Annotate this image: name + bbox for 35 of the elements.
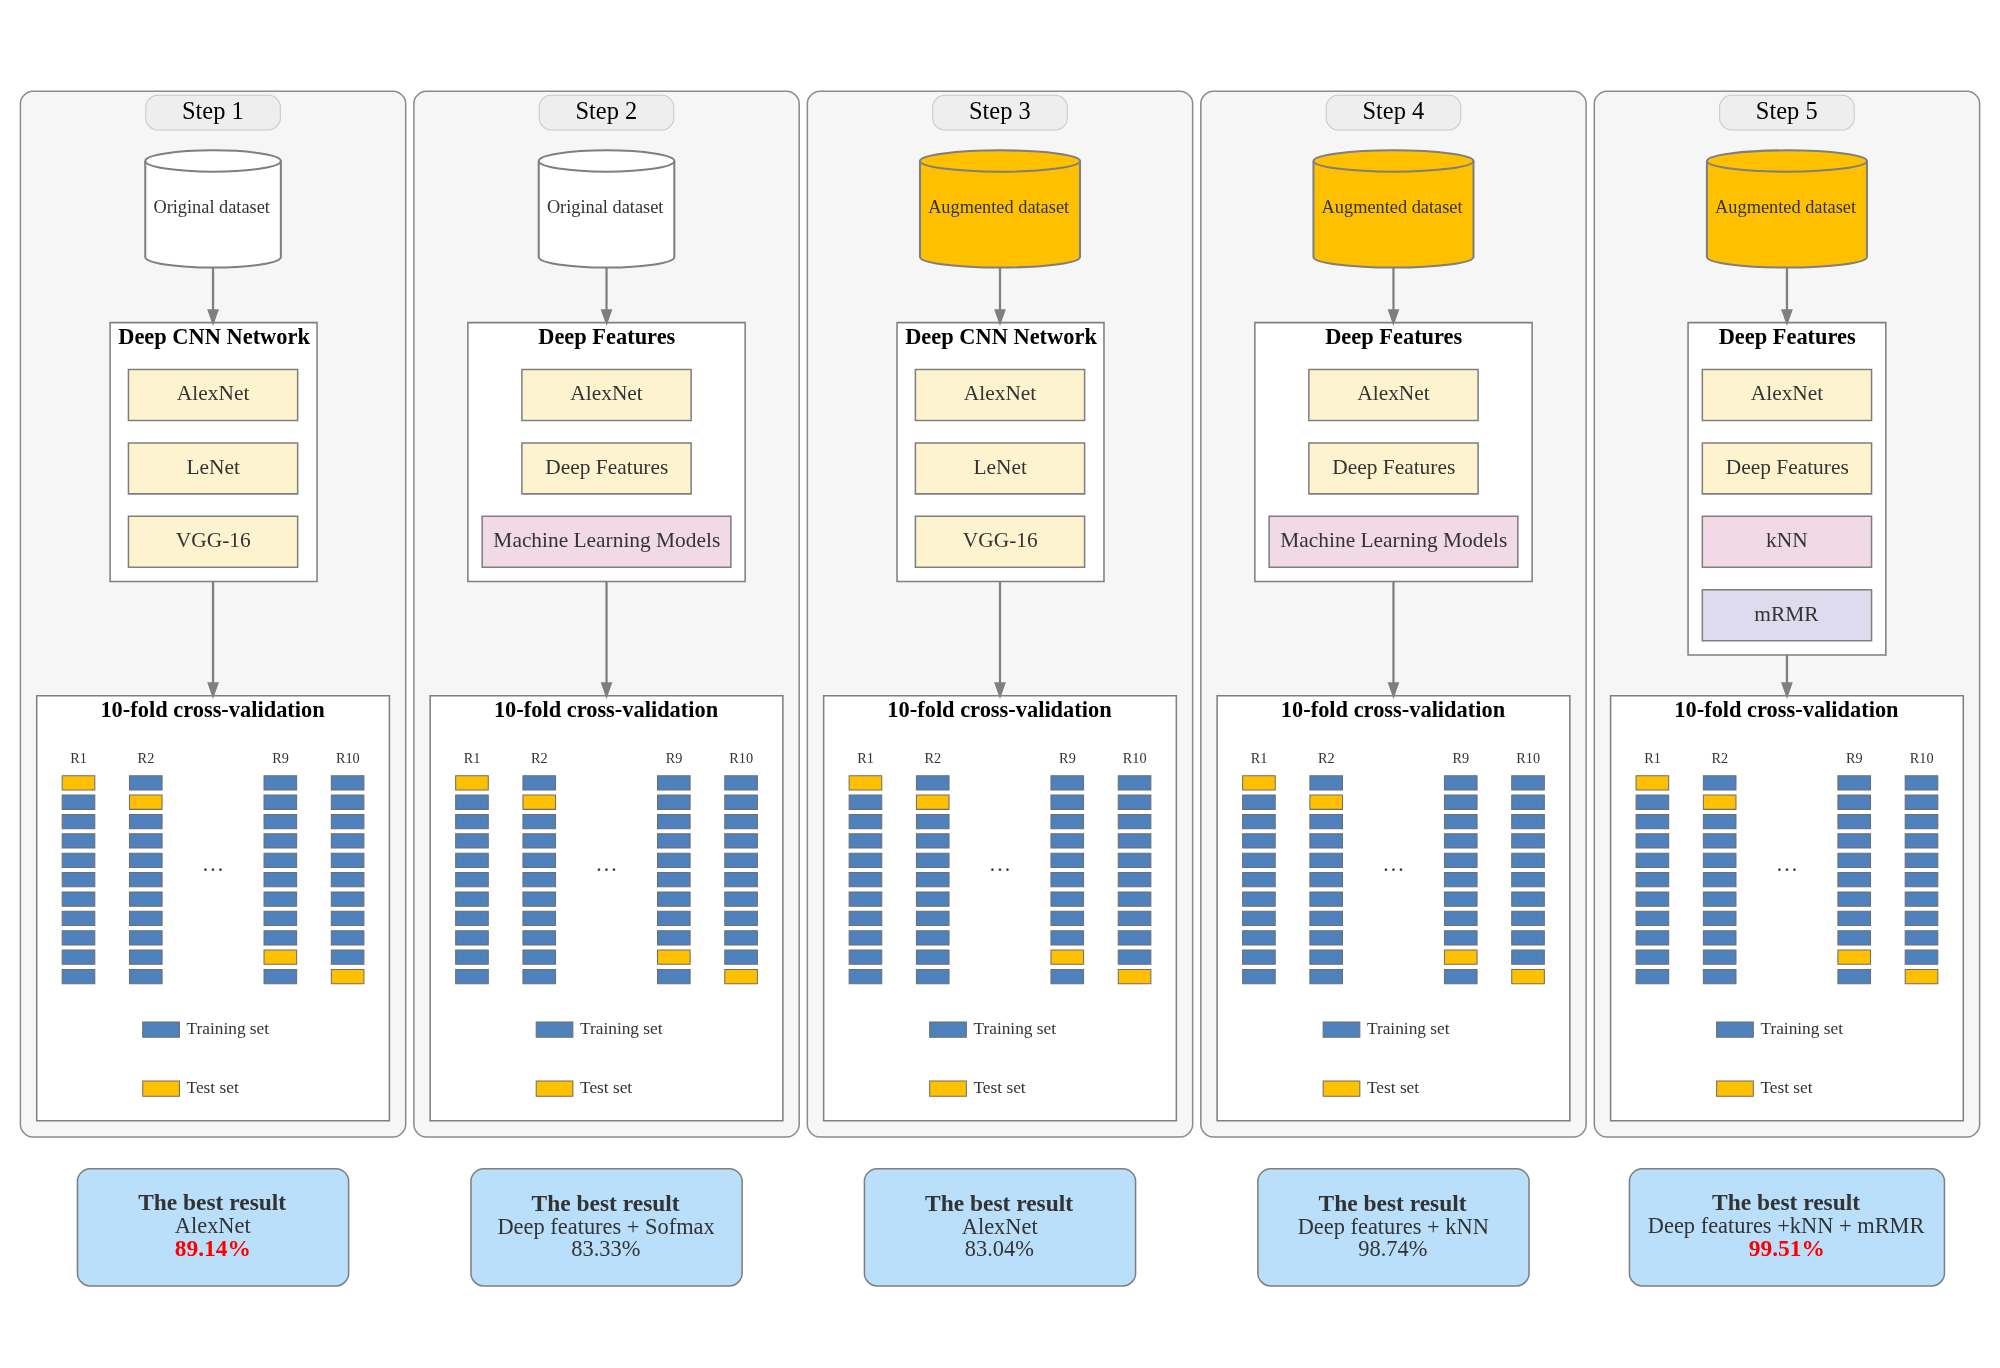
label: R9 — [1059, 749, 1076, 766]
legend-label: Training set — [973, 1018, 1057, 1038]
legend-label: Training set — [186, 1018, 270, 1038]
label: R1 — [1644, 749, 1661, 766]
legend-label: Training set — [1760, 1018, 1844, 1038]
label: R9 — [1452, 749, 1470, 766]
label: R2 — [1318, 749, 1335, 766]
label: R2 — [1711, 749, 1729, 766]
label: … — [595, 850, 618, 876]
label: R10 — [1909, 749, 1934, 766]
label: R9 — [665, 749, 683, 766]
label: … — [1382, 850, 1405, 876]
legend-label: Training set — [1366, 1018, 1450, 1038]
label: R10 — [335, 749, 360, 766]
label: R1 — [70, 749, 87, 766]
label: … — [1775, 850, 1799, 876]
legend-label: Test set — [186, 1077, 239, 1097]
legend-label: Test set — [580, 1077, 633, 1097]
legend-label: Test set — [1366, 1077, 1420, 1097]
legend-label: Test set — [1760, 1077, 1813, 1097]
label: R9 — [1846, 749, 1863, 766]
label: R10 — [1122, 749, 1147, 766]
label: R1 — [1250, 749, 1268, 766]
label: … — [201, 850, 225, 876]
label: R1 — [857, 749, 874, 766]
legend-label: Training set — [580, 1018, 663, 1038]
label: R2 — [924, 749, 942, 766]
label: R2 — [137, 749, 155, 766]
label: R10 — [1516, 749, 1541, 766]
label: R9 — [272, 749, 289, 766]
legend-label: Test set — [973, 1077, 1026, 1097]
label: R10 — [729, 749, 754, 766]
label: … — [988, 850, 1012, 876]
label: R2 — [531, 749, 548, 766]
label: R1 — [463, 749, 481, 766]
